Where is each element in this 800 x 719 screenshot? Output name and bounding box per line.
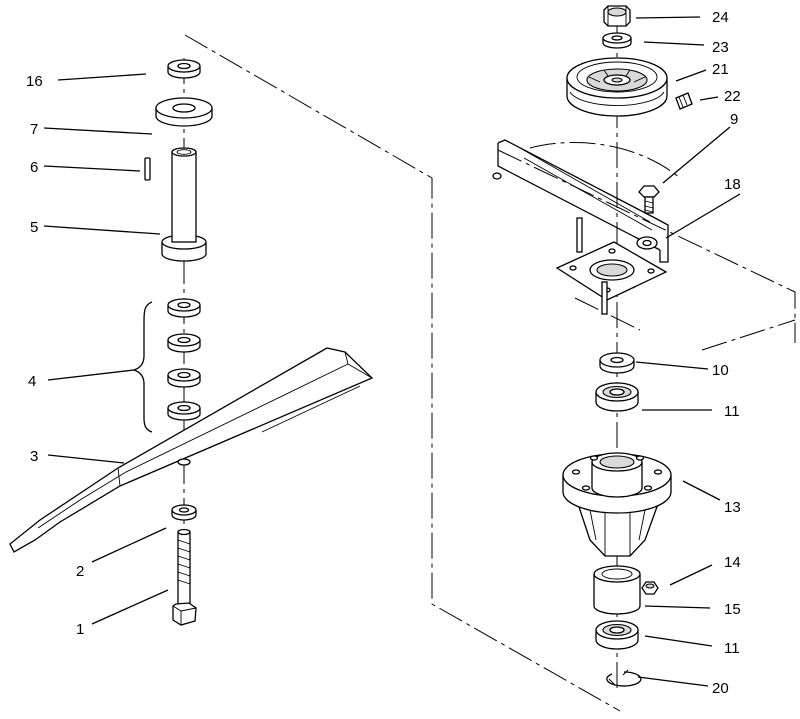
callout-21: 21 bbox=[712, 61, 729, 78]
part-9-bolt bbox=[638, 185, 660, 214]
callout-1: 1 bbox=[76, 621, 84, 638]
callout-10: 10 bbox=[712, 362, 729, 379]
part-21-pulley bbox=[566, 57, 668, 117]
leader-lines bbox=[43, 16, 741, 687]
part-11-upper-bearing bbox=[595, 382, 639, 412]
callout-22: 22 bbox=[724, 88, 741, 105]
callout-2: 2 bbox=[76, 563, 84, 580]
part-11-lower-bearing bbox=[595, 620, 639, 650]
callout-7: 7 bbox=[30, 121, 38, 138]
callout-16: 16 bbox=[26, 73, 43, 90]
callout-15: 15 bbox=[724, 601, 741, 618]
callout-11-upper: 11 bbox=[724, 403, 740, 420]
callout-23: 23 bbox=[712, 39, 729, 56]
callout-11-lower: 11 bbox=[724, 640, 740, 657]
mounting-plate bbox=[555, 217, 668, 315]
callout-3: 3 bbox=[30, 448, 38, 465]
part-10-washer bbox=[599, 352, 635, 374]
part-2-washer bbox=[171, 504, 197, 521]
part-4-washers bbox=[131, 298, 201, 433]
part-1-bolt bbox=[172, 528, 197, 626]
callout-4: 4 bbox=[28, 373, 36, 390]
part-7-washer bbox=[155, 97, 213, 127]
part-24-nut bbox=[603, 5, 631, 27]
part-18-washer bbox=[636, 236, 658, 250]
part-22-set-screw bbox=[675, 92, 693, 110]
part-3-blade bbox=[9, 347, 374, 553]
part-16-washer bbox=[167, 59, 201, 79]
callout-14: 14 bbox=[724, 554, 741, 571]
part-5-spacer bbox=[161, 147, 207, 262]
part-23-washer bbox=[602, 32, 632, 49]
part-13-spindle-housing bbox=[562, 452, 672, 557]
part-15-spacer-sleeve bbox=[593, 565, 641, 615]
callout-18: 18 bbox=[724, 176, 741, 193]
part-9-deck-housing bbox=[492, 139, 669, 263]
center-lines bbox=[183, 22, 618, 690]
callout-9: 9 bbox=[730, 111, 738, 128]
deck-outline bbox=[184, 34, 796, 712]
callout-5: 5 bbox=[30, 219, 38, 236]
callout-labels: 16 7 6 5 4 3 2 1 24 23 21 22 9 18 10 11 … bbox=[26, 9, 741, 697]
part-20-snap-ring bbox=[606, 669, 642, 687]
callout-6: 6 bbox=[30, 159, 38, 176]
callout-13: 13 bbox=[724, 499, 741, 516]
part-14-grease-fitting bbox=[641, 581, 659, 595]
part-6-key bbox=[144, 157, 151, 181]
callout-20: 20 bbox=[712, 680, 729, 697]
callout-24: 24 bbox=[712, 9, 729, 26]
